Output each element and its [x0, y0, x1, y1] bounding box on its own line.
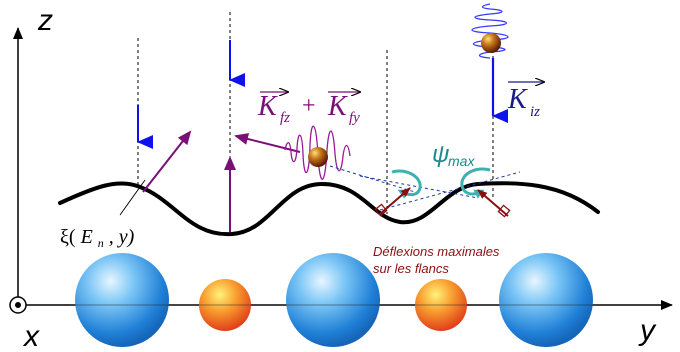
- incoming-wave-icon: [471, 3, 509, 59]
- trajectory-line-2: [379, 171, 521, 211]
- xi-E: E: [80, 226, 93, 248]
- svg-text:K iz: K iz: [507, 84, 540, 120]
- ki-label: K iz: [507, 82, 544, 120]
- x-axis-symbol-dot: [15, 302, 21, 308]
- psi-subscript: max: [448, 153, 475, 169]
- scattered-arrow-1: [142, 130, 192, 193]
- ki-symbol: K: [507, 84, 528, 115]
- psi-symbol: ψ: [432, 141, 449, 168]
- ki-subscript: iz: [530, 104, 540, 120]
- deflection-caption: Déflexions maximales sur les flancs: [373, 244, 500, 276]
- kf-plus: +: [302, 93, 316, 119]
- xi-n: n: [98, 236, 104, 250]
- incident-arrows: [137, 40, 508, 149]
- kf-label: K fz + K fy: [257, 91, 360, 126]
- deflection-line-1: Déflexions maximales: [373, 244, 500, 259]
- normal-left: [379, 187, 411, 215]
- kf-b-subscript: fy: [349, 110, 360, 126]
- normal-left-square: [374, 203, 388, 217]
- trajectory-lines: [329, 165, 521, 211]
- xi-label: ξ( E n , y): [60, 226, 135, 252]
- deflection-line-2: sur les flancs: [373, 261, 449, 276]
- guide-lines: [137, 12, 494, 234]
- kf-a-symbol: K: [257, 91, 278, 122]
- atom-large-1: [75, 253, 169, 347]
- incoming-wave-packet: [471, 3, 509, 59]
- xi-leader-line: [119, 179, 146, 216]
- xi-prefix: ξ(: [60, 226, 76, 248]
- normal-right-square: [497, 204, 511, 218]
- atom-large-3: [499, 253, 593, 347]
- scattered-wave-icon: [284, 125, 351, 180]
- incident-particle: [481, 33, 501, 53]
- surface-normals: [374, 187, 511, 218]
- atom-row: [70, 253, 600, 347]
- y-axis-label: y: [638, 314, 657, 347]
- svg-text:K fy: K fy: [327, 91, 360, 126]
- scattered-arrow-3: [234, 133, 301, 153]
- x-axis-label: x: [22, 320, 40, 352]
- atom-large-2: [286, 253, 380, 347]
- xi-suffix: , y): [109, 226, 135, 248]
- surface-corrugation: [58, 181, 600, 237]
- svg-text:K fz: K fz: [257, 91, 290, 126]
- kf-b-symbol: K: [327, 91, 348, 122]
- psi-arrow-right-icon: [460, 167, 491, 199]
- scattered-arrows: [142, 130, 301, 232]
- z-axis-label: z: [37, 4, 53, 37]
- psi-max-label: ψ max: [432, 141, 475, 169]
- scattered-wave-packet: [284, 125, 351, 180]
- kf-a-subscript: fz: [280, 110, 290, 126]
- normal-right: [477, 189, 509, 217]
- scattered-particle: [308, 147, 328, 167]
